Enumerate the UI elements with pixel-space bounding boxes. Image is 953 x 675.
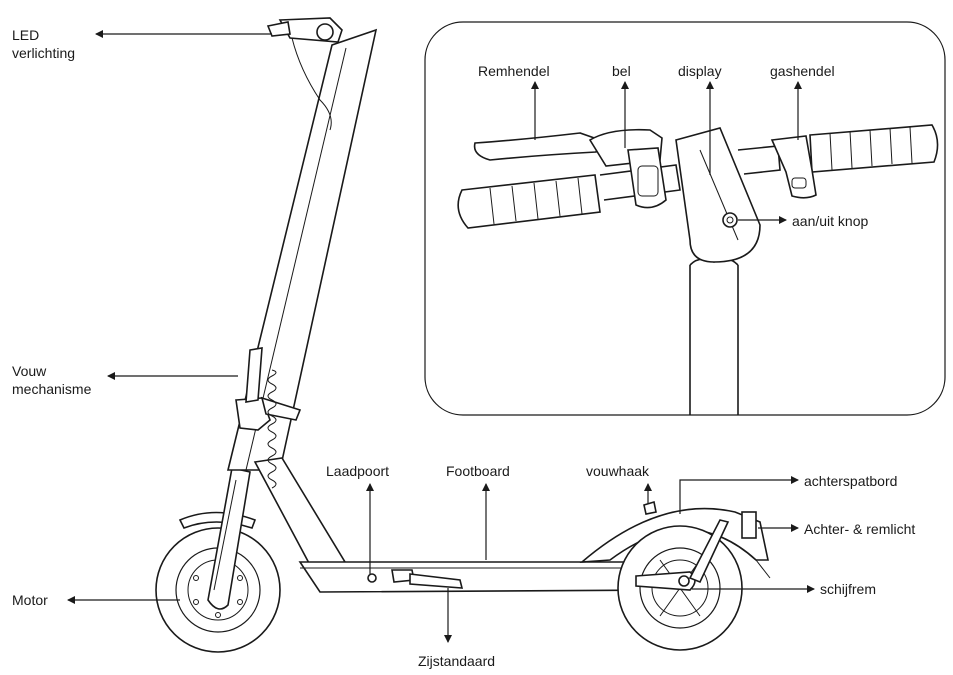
label-throttle: gashendel: [770, 63, 835, 79]
label-fold-line1: Vouw: [12, 363, 47, 379]
disc-brake: [635, 571, 696, 591]
inset-right-grip: [809, 124, 939, 173]
inset-throttle: [770, 135, 817, 199]
charge-port: [367, 573, 377, 583]
label-brake-lever: Remhendel: [478, 63, 550, 79]
scooter-side-view: [155, 17, 771, 653]
arrow-rear-fender: [679, 476, 799, 514]
deck: [298, 561, 662, 593]
label-rear-fender: achterspatbord: [804, 473, 897, 489]
front-fork: [207, 467, 251, 610]
label-led-line2: verlichting: [12, 45, 75, 61]
inset-stem: [689, 265, 739, 415]
handlebar-detail-inset: Remhendel bel display gashendel aan/uit …: [424, 21, 946, 416]
label-charge-port: Laadpoort: [326, 463, 389, 479]
inset-power-button: [722, 212, 738, 228]
rear-light: [741, 511, 757, 539]
inset-bell-unit: [627, 147, 667, 209]
label-fold-line2: mechanisme: [12, 381, 92, 397]
coiled-cable: [267, 369, 277, 489]
inset-display-block: [675, 127, 761, 263]
label-power-button: aan/uit knop: [792, 213, 868, 229]
inset-brake-lever: [473, 132, 602, 161]
label-kickstand: Zijstandaard: [418, 653, 495, 669]
label-led-line1: LED: [12, 27, 39, 43]
label-rear-light: Achter- & remlicht: [804, 521, 915, 537]
fold-hook: [643, 500, 657, 515]
label-footboard: Footboard: [446, 463, 510, 479]
inset-frame: [424, 21, 946, 416]
label-fold-hook: vouwhaak: [586, 463, 650, 479]
label-disc-brake: schijfrem: [820, 581, 876, 597]
inset-left-grip: [457, 174, 601, 229]
front-fender: [178, 511, 257, 530]
label-display: display: [678, 63, 722, 79]
label-motor: Motor: [12, 592, 48, 608]
label-bell: bel: [612, 63, 631, 79]
